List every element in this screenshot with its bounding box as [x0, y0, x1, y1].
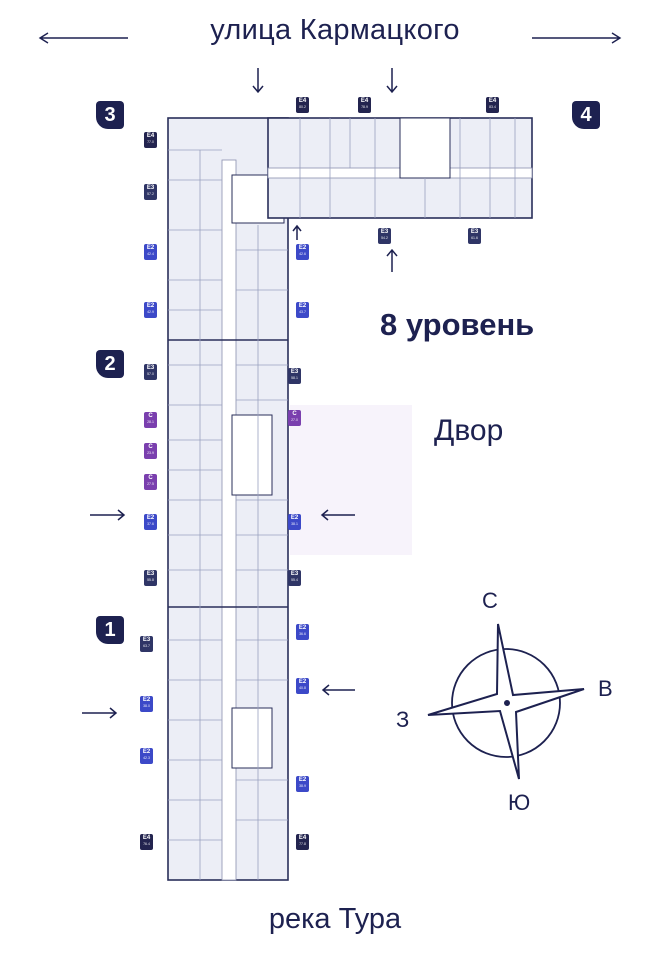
street-label: улица Кармацкого: [210, 14, 460, 46]
compass: [427, 623, 585, 780]
building-horizontal-wing: [267, 117, 533, 219]
yard-label: Двор: [434, 414, 504, 447]
street-arrows: [38, 32, 622, 44]
compass-south: Ю: [508, 790, 531, 815]
level-label: 8 уровень: [380, 307, 535, 342]
section-2-marker[interactable]: 2: [96, 350, 124, 378]
section-3-marker[interactable]: 3: [96, 101, 124, 129]
compass-east: В: [598, 676, 613, 701]
section-4-marker[interactable]: 4: [572, 101, 600, 129]
compass-west: З: [396, 707, 410, 732]
compass-north: С: [482, 588, 498, 613]
yard-area: [290, 405, 412, 555]
building-vertical-wing: [167, 117, 289, 881]
entrance-arrows: [82, 68, 398, 719]
section-1-marker[interactable]: 1: [96, 616, 124, 644]
river-label: река Тура: [268, 903, 402, 935]
